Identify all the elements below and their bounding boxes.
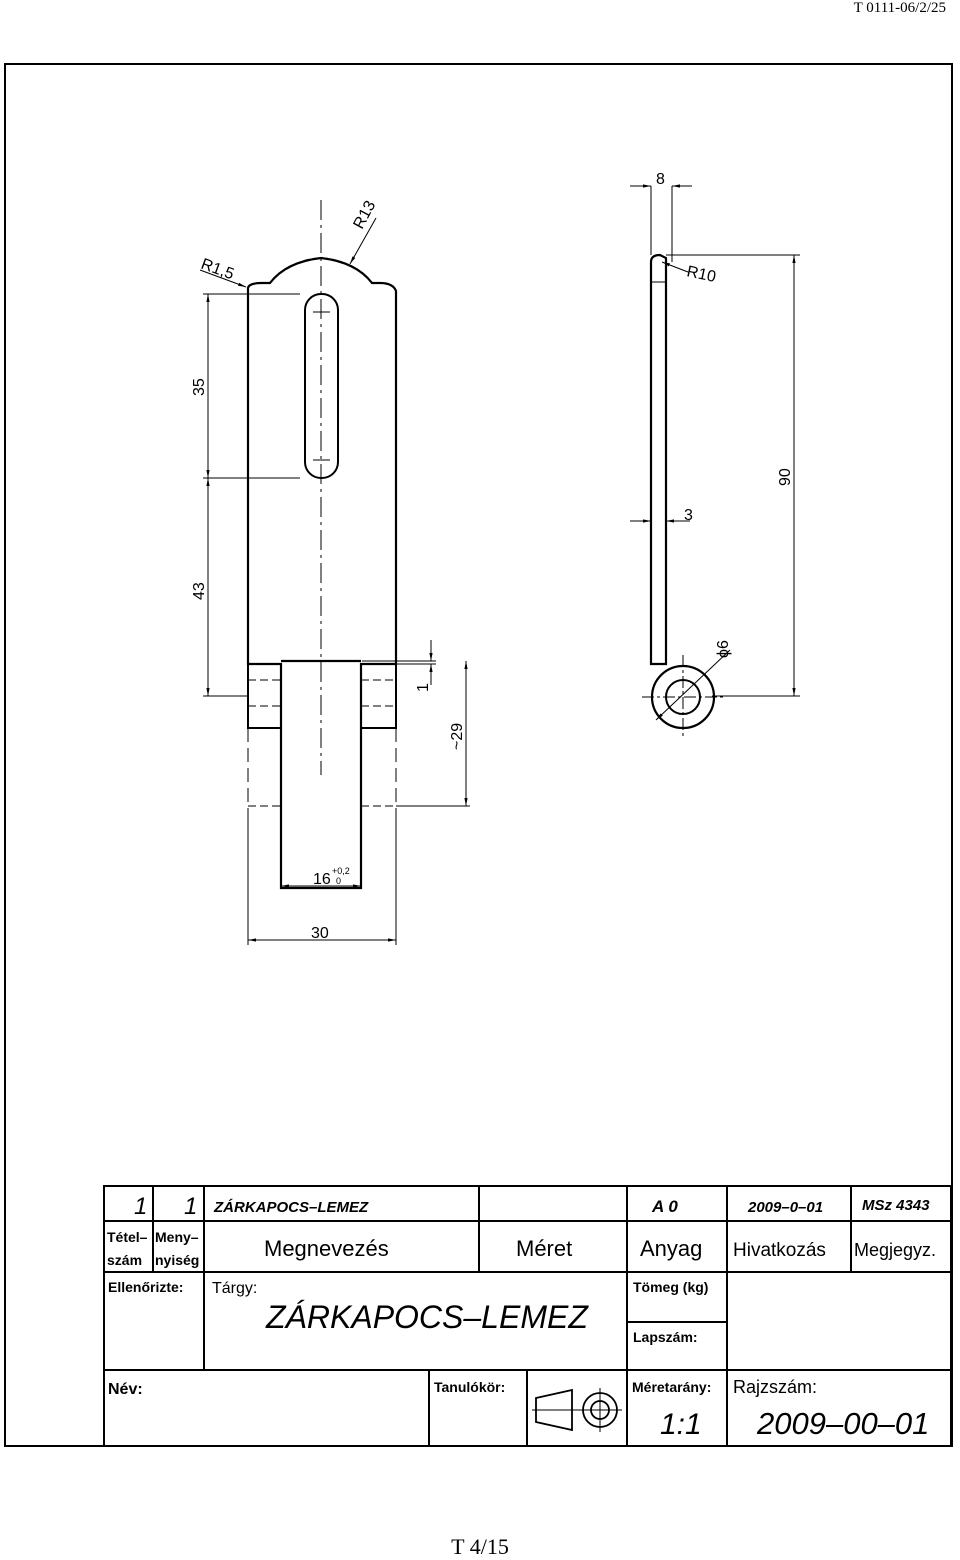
mass-label: Tömeg (kg): [633, 1279, 708, 1295]
scale-value: 1:1: [660, 1408, 702, 1441]
dim-16: 16: [313, 871, 331, 888]
dim-phi6: ϕ6: [715, 640, 732, 658]
hdr-note: Megjegyz.: [854, 1240, 936, 1260]
name-label: Név:: [108, 1381, 143, 1398]
dim-30: 30: [311, 925, 329, 942]
document-code: T 0111-06/2/25: [853, 0, 946, 16]
hdr-name: Megnevezés: [264, 1236, 389, 1261]
row1-qty: 1: [184, 1193, 197, 1220]
slot: [304, 293, 339, 479]
dim-r1-5: R1,5: [199, 256, 237, 284]
projection-symbol-icon: [532, 1388, 622, 1432]
front-outline: [246, 256, 398, 890]
dim-3: 3: [684, 507, 693, 524]
dim-r13: R13: [351, 198, 380, 232]
side-dimensions: [630, 184, 800, 721]
drawing-no-value: 2009–00–01: [756, 1406, 929, 1441]
hdr-size: Méret: [516, 1236, 572, 1261]
subject-label: Tárgy:: [212, 1280, 257, 1297]
side-outline: [649, 253, 668, 666]
row1-material: A 0: [651, 1197, 678, 1216]
dim-29: ~29: [449, 723, 466, 750]
row1-note: MSz 4343: [862, 1197, 930, 1214]
hinge-right: [360, 663, 397, 729]
hdr-qty-l1: Meny–: [155, 1229, 199, 1245]
row1-reference: 2009–0–01: [747, 1199, 823, 1216]
drawing-no-label: Rajzszám:: [733, 1377, 817, 1397]
technical-drawing-sheet: R1,5 R13 35 43 1 ~29 16 +0,2 0 30 8 R10 …: [4, 63, 953, 1447]
group-label: Tanulókör:: [434, 1379, 505, 1395]
row1-item: 1: [134, 1193, 147, 1220]
dim-43: 43: [191, 582, 208, 600]
hdr-item-l1: Tétel–: [107, 1229, 148, 1245]
subject-value: ZÁRKAPOCS–LEMEZ: [265, 1299, 589, 1335]
checked-label: Ellenőrizte:: [108, 1279, 183, 1295]
dim-16-tol-lower: 0: [336, 876, 341, 886]
title-block-grid: [103, 1185, 952, 1447]
dim-1: 1: [415, 683, 432, 692]
front-view: [246, 200, 398, 890]
hdr-item-l2: szám: [107, 1252, 142, 1268]
page-number: T 4/15: [451, 1534, 509, 1559]
dim-r10: R10: [685, 263, 717, 286]
dim-90: 90: [777, 468, 794, 486]
sheet-label: Lapszám:: [633, 1329, 698, 1345]
dim-35: 35: [191, 378, 208, 396]
hdr-material: Anyag: [640, 1236, 702, 1261]
dim-8: 8: [656, 171, 665, 188]
hdr-qty-l2: nyiség: [155, 1252, 199, 1268]
hdr-reference: Hivatkozás: [733, 1240, 826, 1261]
dim-16-tol-upper: +0,2: [332, 866, 350, 876]
side-view: [642, 253, 725, 738]
hinge-left: [247, 663, 282, 729]
scale-label: Méretarány:: [632, 1379, 711, 1395]
row1-name: ZÁRKAPOCS–LEMEZ: [213, 1199, 369, 1216]
front-dimensions: [199, 217, 470, 945]
